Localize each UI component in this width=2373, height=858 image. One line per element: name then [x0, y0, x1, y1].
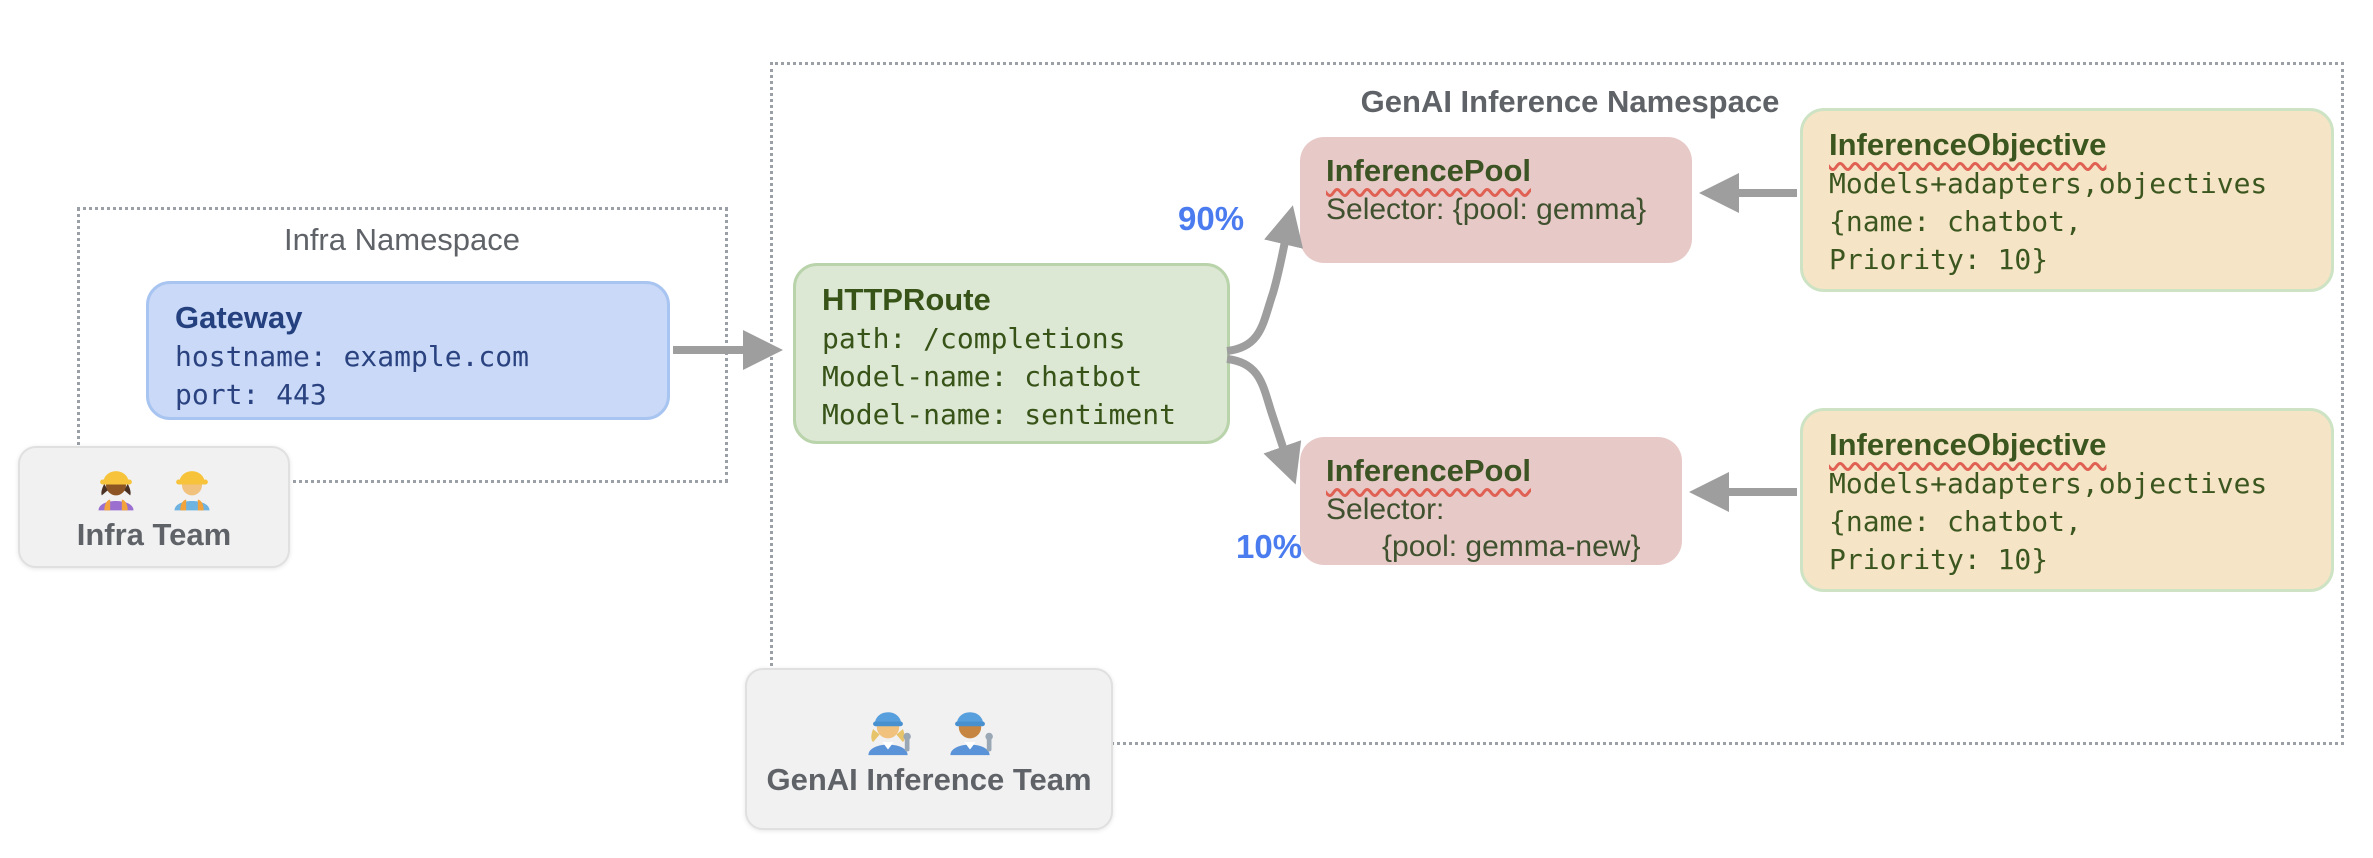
infra-team-card: Infra Team	[18, 446, 290, 568]
inference-pool-gemma-title-text: InferencePool	[1326, 153, 1531, 188]
inference-objective-top-title: InferenceObjective	[1829, 125, 2305, 165]
infra-namespace-title: Infra Namespace	[283, 222, 521, 257]
traffic-weight-90-label: 90%	[1178, 200, 1245, 237]
infra-team-icons	[89, 462, 219, 512]
inference-objective-bottom-box: InferenceObjective Models+adapters,objec…	[1800, 408, 2334, 592]
httproute-box: HTTPRoute path: /completions Model-name:…	[793, 263, 1230, 444]
inference-objective-bottom-priority-line: Priority: 10}	[1829, 543, 2049, 576]
genai-inference-team-icons	[858, 701, 1000, 757]
httproute-path-line: path: /completions	[822, 322, 1126, 355]
inference-pool-gemma-new-selector-value-line: {pool: gemma-new}	[1382, 530, 1641, 563]
inference-pool-gemma-new-selector-line: Selector:	[1326, 493, 1445, 526]
inference-objective-top-models-line: Models+adapters,objectives	[1829, 167, 2268, 200]
man-mechanic-icon	[950, 712, 993, 756]
httproute-model-chatbot-line: Model-name: chatbot	[822, 360, 1143, 393]
genai-inference-team-card: GenAI Inference Team	[745, 668, 1113, 830]
man-construction-worker-icon	[174, 471, 210, 511]
inference-pool-gemma-box: InferencePool Selector: {pool: gemma}	[1300, 137, 1692, 263]
genai-inference-team-label: GenAI Inference Team	[766, 762, 1092, 797]
inference-pool-gemma-new-box: InferencePool Selector: {pool: gemma-new…	[1300, 437, 1682, 565]
gateway-title: Gateway	[175, 300, 303, 335]
gateway-port-line: port: 443	[175, 378, 327, 411]
infra-namespace-boundary	[77, 207, 728, 483]
inference-pool-gemma-new-title: InferencePool	[1326, 451, 1656, 491]
httproute-title: HTTPRoute	[822, 282, 991, 317]
woman-mechanic-icon	[868, 712, 911, 756]
inference-objective-top-priority-line: Priority: 10}	[1829, 243, 2049, 276]
traffic-weight-10-label: 10%	[1236, 528, 1303, 565]
gateway-hostname-line: hostname: example.com	[175, 340, 530, 373]
inference-objective-bottom-name-line: {name: chatbot,	[1829, 505, 2082, 538]
inference-objective-bottom-title-text: InferenceObjective	[1829, 427, 2107, 462]
httproute-model-sentiment-line: Model-name: sentiment	[822, 398, 1177, 431]
inference-objective-top-name-line: {name: chatbot,	[1829, 205, 2082, 238]
genai-namespace-title: GenAI Inference Namespace	[1360, 84, 1780, 119]
gateway-box: Gateway hostname: example.com port: 443	[146, 281, 670, 420]
inference-objective-top-title-text: InferenceObjective	[1829, 127, 2107, 162]
genai-namespace-boundary	[770, 62, 2344, 745]
woman-construction-worker-icon	[98, 471, 134, 511]
inference-objective-bottom-title: InferenceObjective	[1829, 425, 2305, 465]
inference-objective-bottom-models-line: Models+adapters,objectives	[1829, 467, 2268, 500]
inference-objective-top-box: InferenceObjective Models+adapters,objec…	[1800, 108, 2334, 292]
inference-pool-gemma-title: InferencePool	[1326, 151, 1666, 191]
infra-team-label: Infra Team	[76, 517, 232, 552]
inference-pool-gemma-new-title-text: InferencePool	[1326, 453, 1531, 488]
inference-pool-gemma-selector-line: Selector: {pool: gemma}	[1326, 193, 1647, 226]
